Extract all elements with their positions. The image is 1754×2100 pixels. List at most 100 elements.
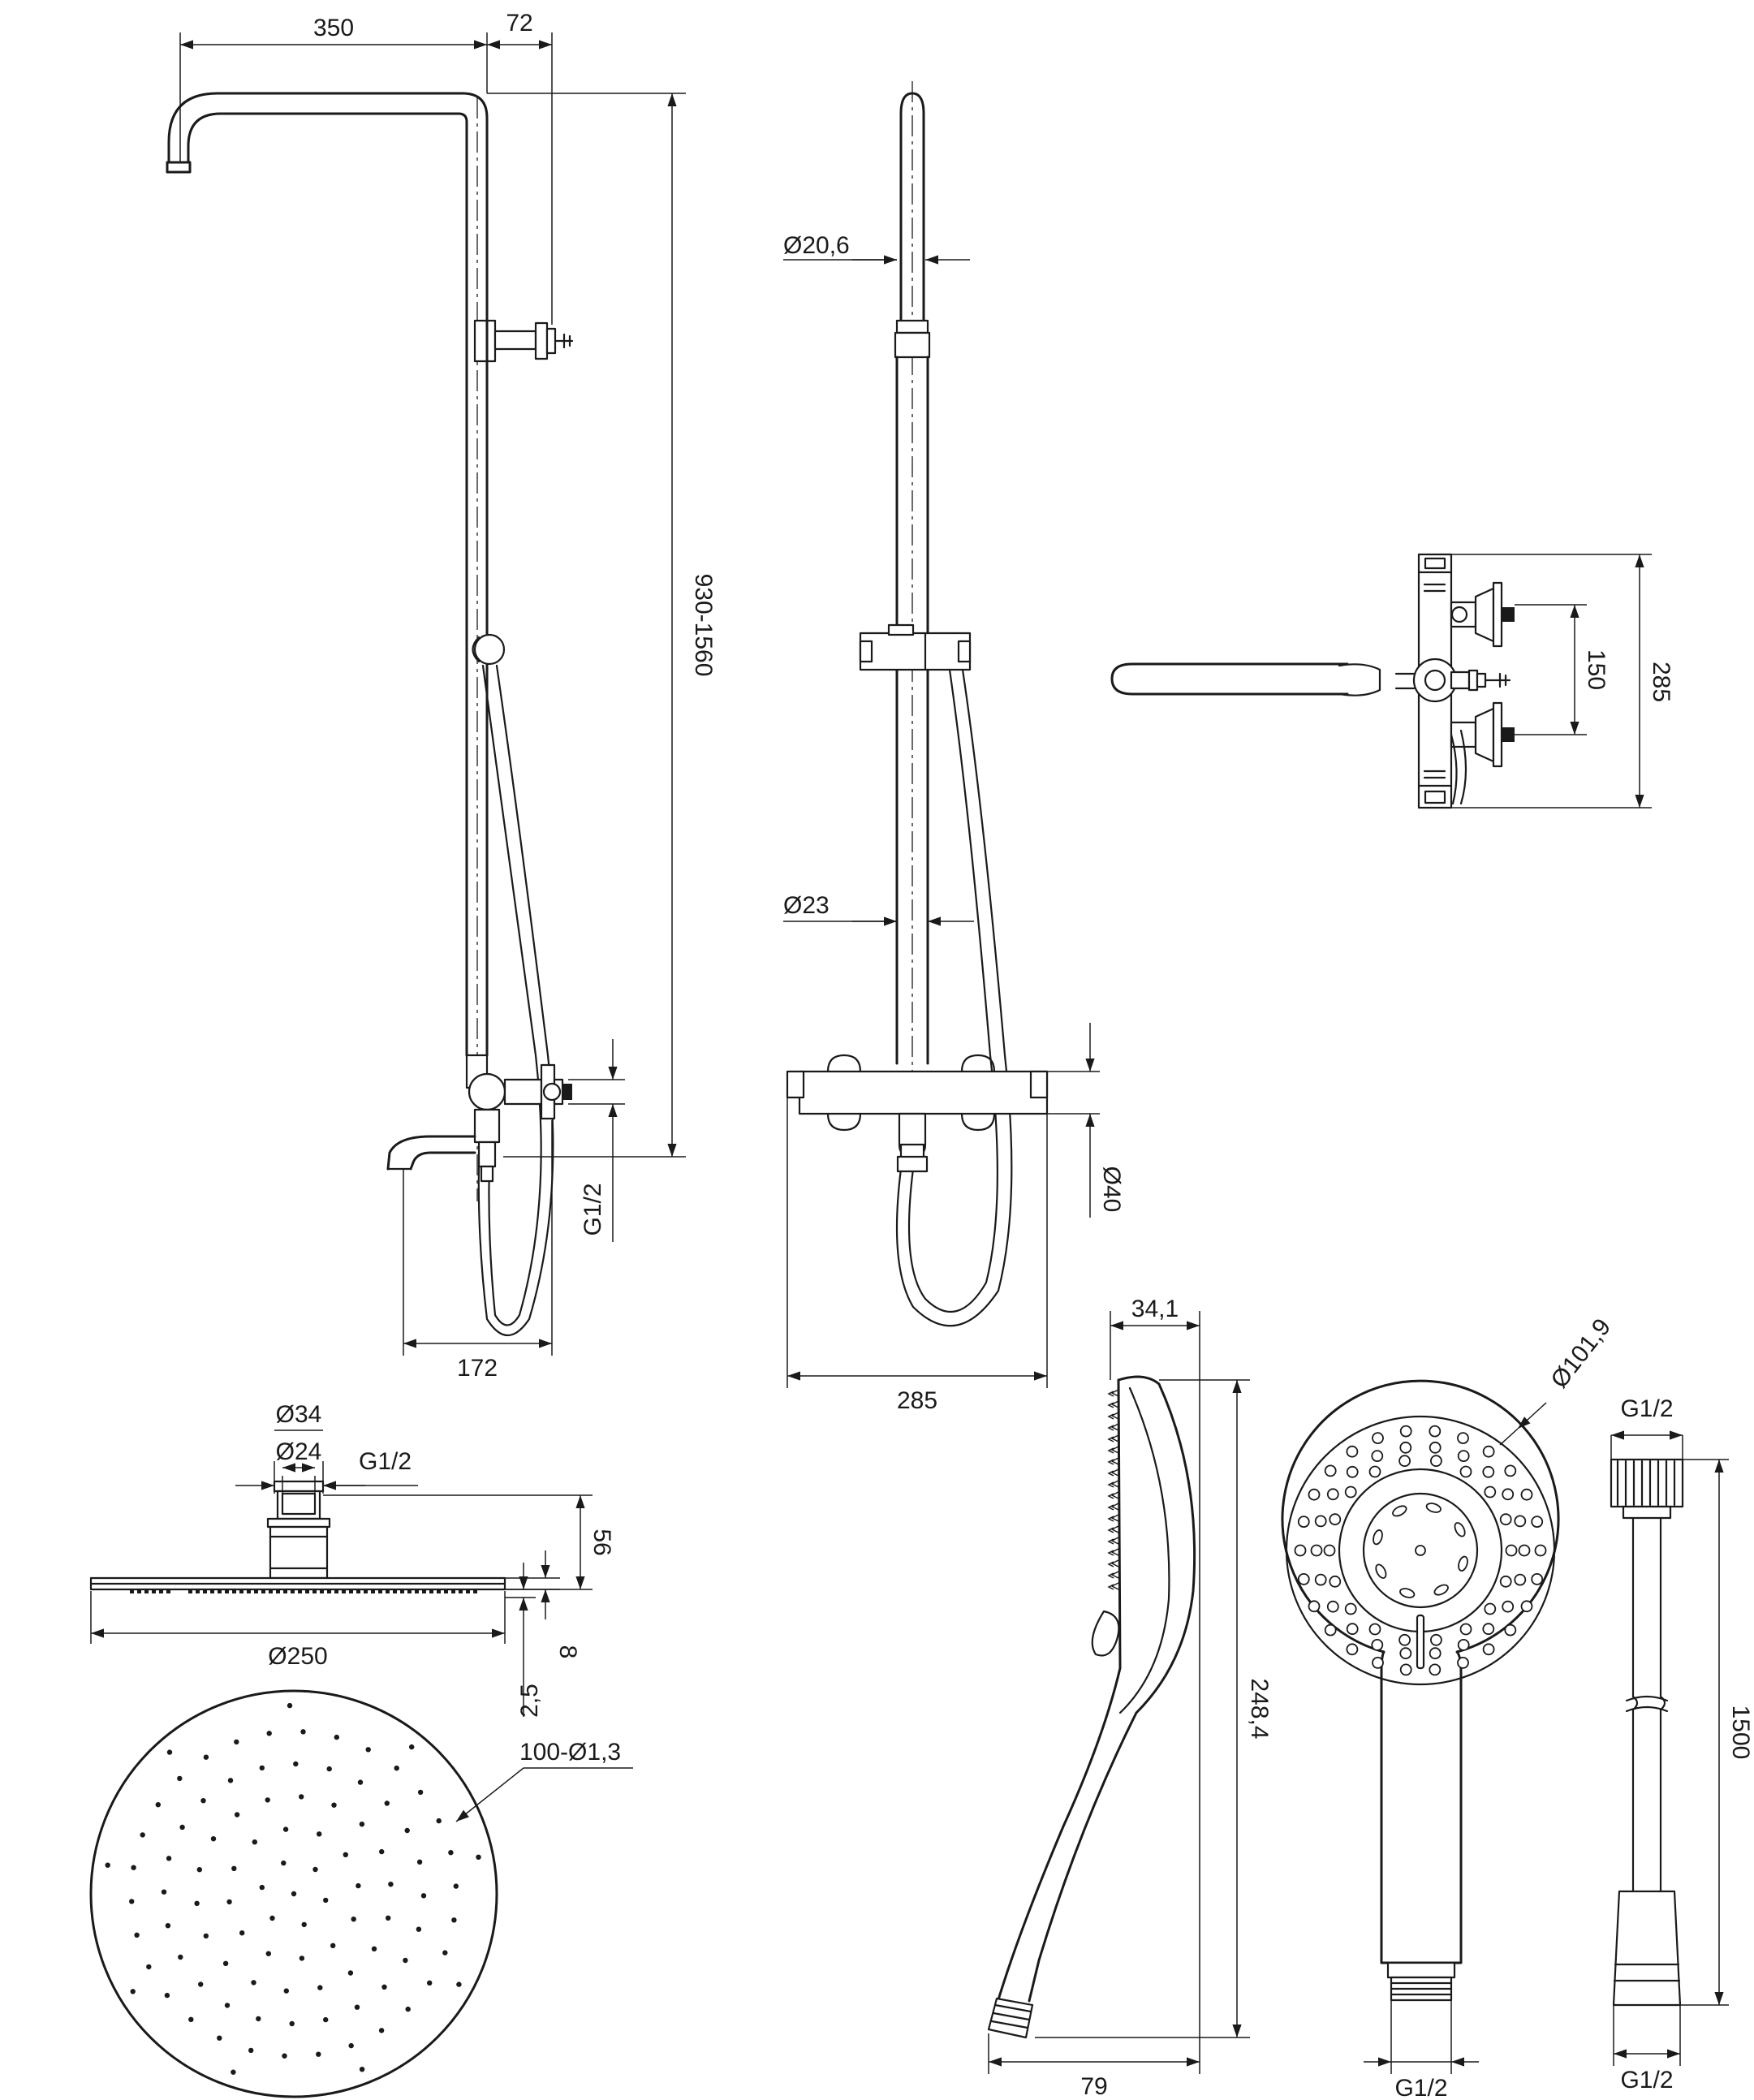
side-nozzle <box>1110 1412 1119 1420</box>
hand-nozzle <box>1329 1513 1342 1526</box>
hand-spray-slot <box>1375 1563 1387 1579</box>
hand-shower-face: Ø101,9 G1/2 <box>1281 1313 1617 2100</box>
nozzle-nub <box>437 1589 441 1593</box>
nozzle-hole <box>291 1891 297 1897</box>
hand-nozzle <box>1346 1465 1359 1478</box>
top-view: 150 285 <box>1110 553 1674 809</box>
nozzle-nub <box>429 1589 433 1593</box>
nozzle-nub <box>327 1589 331 1593</box>
nozzle-hole <box>259 1884 265 1891</box>
nozzle-hole <box>354 2004 360 2010</box>
nozzle-hole <box>265 1797 270 1803</box>
nozzle-hole <box>217 2035 222 2041</box>
side-nozzle <box>1107 1481 1114 1488</box>
hand-nozzle <box>1297 1516 1310 1528</box>
nozzle-hole <box>442 1950 448 1956</box>
side-nozzle <box>1110 1537 1119 1545</box>
hand-nozzle <box>1324 1464 1337 1477</box>
hand-nozzle <box>1368 1623 1381 1636</box>
hand-nozzle <box>1502 1600 1515 1613</box>
nozzle-hole <box>386 1915 391 1921</box>
hand-face-diameter-label: Ø101,9 <box>1546 1313 1617 1393</box>
hand-nozzle <box>1372 1656 1384 1669</box>
nozzle-hole <box>300 1729 306 1735</box>
hand-nozzle <box>1518 1544 1531 1557</box>
nozzle-hole <box>281 1860 287 1866</box>
nozzle-nub <box>261 1589 265 1593</box>
side-nozzle <box>1107 1493 1114 1499</box>
nozzle-nub <box>473 1589 477 1593</box>
hand-nozzle <box>1429 1425 1442 1438</box>
nozzle-nub <box>159 1589 163 1593</box>
hose-dimensions: G1/2 1500 G1/2 <box>1610 1395 1754 2094</box>
nozzle-nub <box>393 1589 397 1593</box>
nozzle-hole <box>140 1832 145 1838</box>
side-nozzle <box>1107 1561 1114 1567</box>
nozzle-nub <box>371 1589 375 1593</box>
top-view-dimensions: 150 285 <box>1451 554 1674 809</box>
nozzle-nub <box>232 1589 236 1593</box>
top-depth-label: 285 <box>1648 662 1674 702</box>
nozzle-hole <box>416 1859 423 1865</box>
front-view: Ø20,6 Ø23 Ø40 285 <box>783 81 1125 1414</box>
side-nozzle <box>1110 1582 1119 1590</box>
nozzle-hole <box>188 2016 194 2022</box>
nozzle-nub <box>283 1589 287 1593</box>
side-nozzle <box>1107 1584 1114 1590</box>
nozzle-nub <box>356 1589 360 1593</box>
nozzle-nub <box>364 1589 368 1593</box>
nozzle-row <box>130 1589 477 1593</box>
nozzle-nub <box>130 1589 134 1593</box>
side-nozzle <box>1107 1447 1114 1454</box>
hand-nozzle <box>1429 1647 1442 1660</box>
nozzle-hole <box>231 1865 237 1871</box>
height-range-label: 930-1560 <box>690 574 717 677</box>
hand-nozzle <box>1324 1624 1337 1636</box>
overhead-height-label: 56 <box>588 1529 615 1555</box>
hand-spray-slot <box>1392 1505 1407 1517</box>
nozzle-nub <box>254 1589 258 1593</box>
front-view-body <box>786 81 1049 1327</box>
hand-nozzle <box>1314 1515 1327 1528</box>
hand-nozzle <box>1484 1486 1497 1498</box>
hand-shower-side: 34,1 248,4 79 <box>987 1296 1273 2100</box>
nozzle-hole <box>282 1826 289 1832</box>
nozzle-nub <box>451 1589 455 1593</box>
hand-nozzle <box>1346 1623 1359 1636</box>
hand-nozzle <box>1484 1602 1497 1615</box>
nozzle-hole <box>146 1964 152 1970</box>
nozzle-hole <box>453 1883 459 1889</box>
nozzle-hole <box>351 1917 356 1922</box>
nozzle-hole <box>265 1951 271 1956</box>
nozzle-hole <box>357 1779 364 1785</box>
nozzle-hole <box>384 1800 390 1806</box>
nozzle-hole <box>394 1766 399 1771</box>
nozzle-hole <box>331 1802 337 1808</box>
side-nozzle <box>1110 1423 1119 1431</box>
nozzle-hole <box>420 1893 427 1899</box>
nozzle-hole <box>409 1744 415 1750</box>
overhead-shower-side-dimensions: Ø34 Ø24 G1/2 56 8 2,5 Ø250 <box>90 1401 615 1718</box>
hand-nozzle <box>1398 1455 1411 1468</box>
hose-view: G1/2 1500 G1/2 <box>1610 1395 1754 2094</box>
hand-nozzle <box>1371 1639 1384 1651</box>
side-nozzle <box>1107 1527 1114 1533</box>
nozzle-hole <box>317 1831 322 1837</box>
hand-nozzle <box>1344 1486 1357 1498</box>
side-view: 350 72 930-1560 G1/2 172 <box>166 10 717 1382</box>
nozzle-nub <box>415 1589 419 1593</box>
nozzle-nub <box>349 1589 353 1593</box>
side-nozzle <box>1110 1503 1119 1511</box>
hand-nozzle <box>1430 1633 1442 1646</box>
nozzle-hole <box>359 2067 365 2072</box>
side-nozzle <box>1107 1538 1114 1545</box>
nozzle-hole <box>200 1798 206 1804</box>
side-nozzle <box>1110 1434 1119 1442</box>
hand-shower-side-dimensions: 34,1 248,4 79 <box>988 1296 1273 2100</box>
hand-nozzle <box>1323 1544 1336 1557</box>
hose-thread-top-label: G1/2 <box>1620 1395 1673 1422</box>
side-nozzle <box>1110 1525 1119 1533</box>
side-nozzle <box>1110 1446 1119 1454</box>
side-nozzle <box>1110 1457 1119 1465</box>
nozzle-nub <box>466 1589 470 1593</box>
